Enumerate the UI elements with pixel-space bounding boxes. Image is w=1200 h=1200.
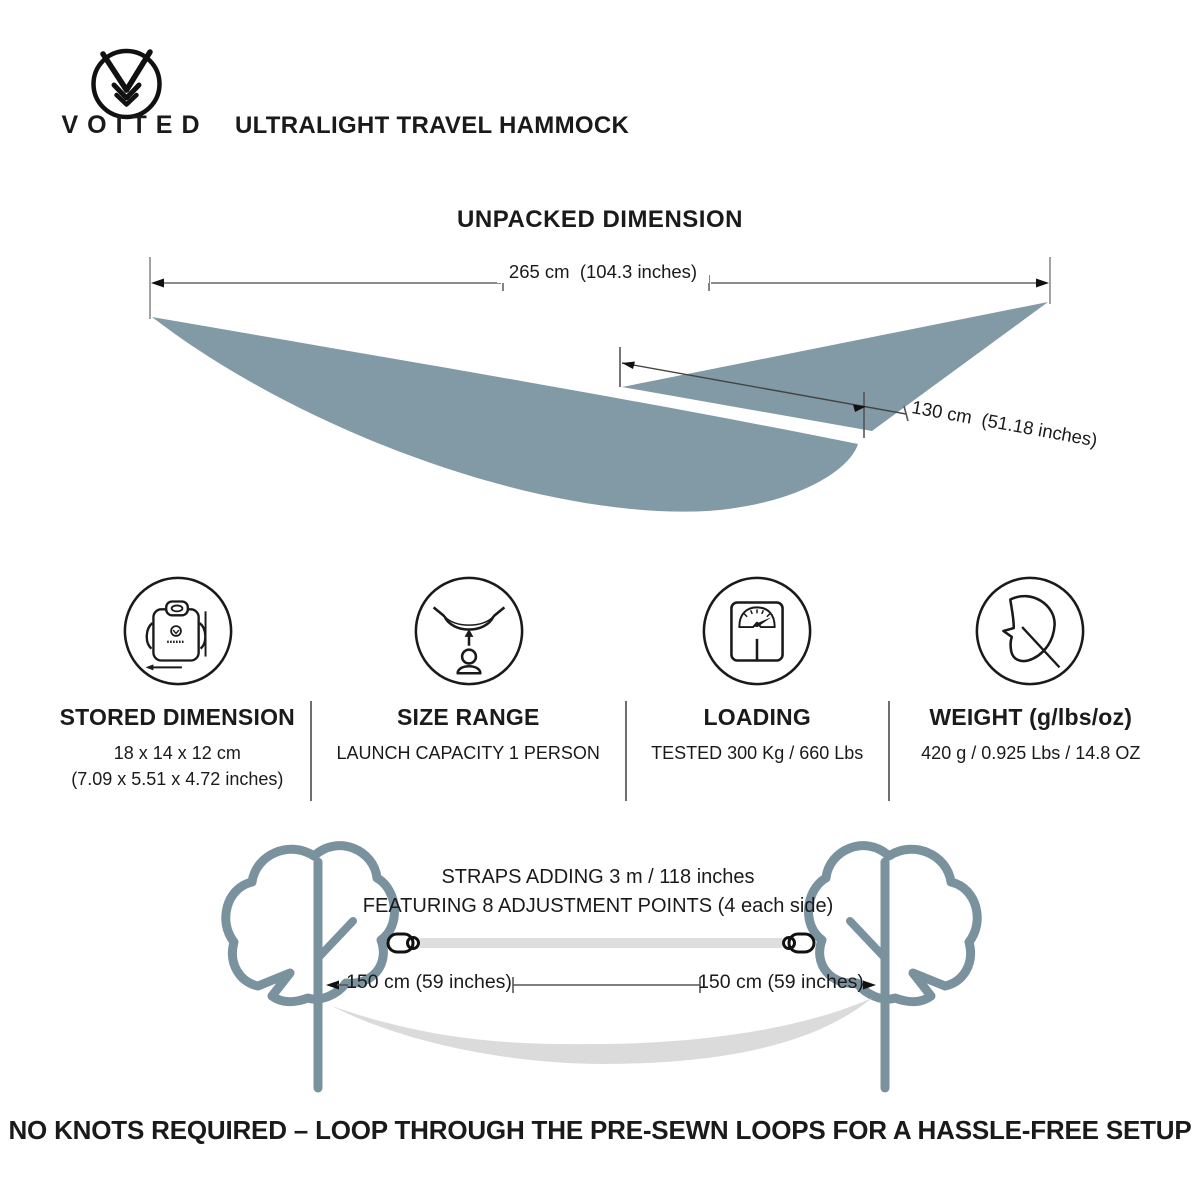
feature-icons-row (45, 572, 1172, 690)
setup-note: NO KNOTS REQUIRED – LOOP THROUGH THE PRE… (8, 1115, 1192, 1145)
right-strap-dimension-label: 150 cm (59 inches) (698, 971, 864, 993)
spec-title: LOADING (703, 704, 811, 730)
product-title: ULTRALIGHT TRAVEL HAMMOCK (235, 112, 630, 139)
voited-logo-icon (91, 48, 162, 120)
hammock-person-icon (414, 576, 523, 686)
feather-icon (975, 576, 1085, 686)
spec-title: STORED DIMENSION (59, 704, 295, 730)
right-hook-icon (782, 932, 816, 954)
length-dimension-label: 265 cm (104.3 inches) (497, 261, 709, 283)
spec-stored-dimension: STORED DIMENSION 18 x 14 x 12 cm (7.09 x… (45, 701, 310, 801)
unpacked-hammock-diagram (149, 257, 1051, 512)
hammock-body-shape (152, 317, 858, 512)
stuff-sack-icon (123, 576, 233, 686)
hanging-hammock-shape (332, 998, 872, 1064)
straps-adjustment-note: FEATURING 8 ADJUSTMENT POINTS (4 each si… (362, 895, 834, 917)
spec-loading: LOADING TESTED 300 Kg / 660 Lbs (624, 701, 888, 801)
straps-length-note: STRAPS ADDING 3 m / 118 inches (441, 866, 755, 888)
left-hook-icon (386, 932, 420, 954)
spec-weight: WEIGHT (g/lbs/oz) 420 g / 0.925 Lbs / 14… (887, 701, 1172, 801)
left-strap-dimension-label: 150 cm (59 inches) (346, 971, 512, 993)
straps-setup-diagram (0, 810, 1200, 1110)
spec-value: 420 g / 0.925 Lbs / 14.8 OZ (921, 743, 1141, 763)
spec-size-range: SIZE RANGE LAUNCH CAPACITY 1 PERSON (309, 701, 625, 801)
unpacked-dimension-heading: UNPACKED DIMENSION (457, 206, 743, 233)
scale-icon (702, 576, 812, 686)
brand-wordmark: VOITED (61, 111, 209, 139)
spec-title: SIZE RANGE (396, 704, 540, 730)
spec-title: WEIGHT (g/lbs/oz) (929, 704, 1133, 730)
spec-value: LAUNCH CAPACITY 1 PERSON (336, 743, 600, 763)
specs-row: STORED DIMENSION 18 x 14 x 12 cm (7.09 x… (45, 701, 1172, 801)
spec-value: 18 x 14 x 12 cm (113, 743, 241, 763)
spec-value: TESTED 300 Kg / 660 Lbs (651, 743, 864, 763)
spec-value: (7.09 x 5.51 x 4.72 inches) (71, 769, 284, 790)
hammock-far-side-shape (622, 302, 1048, 431)
